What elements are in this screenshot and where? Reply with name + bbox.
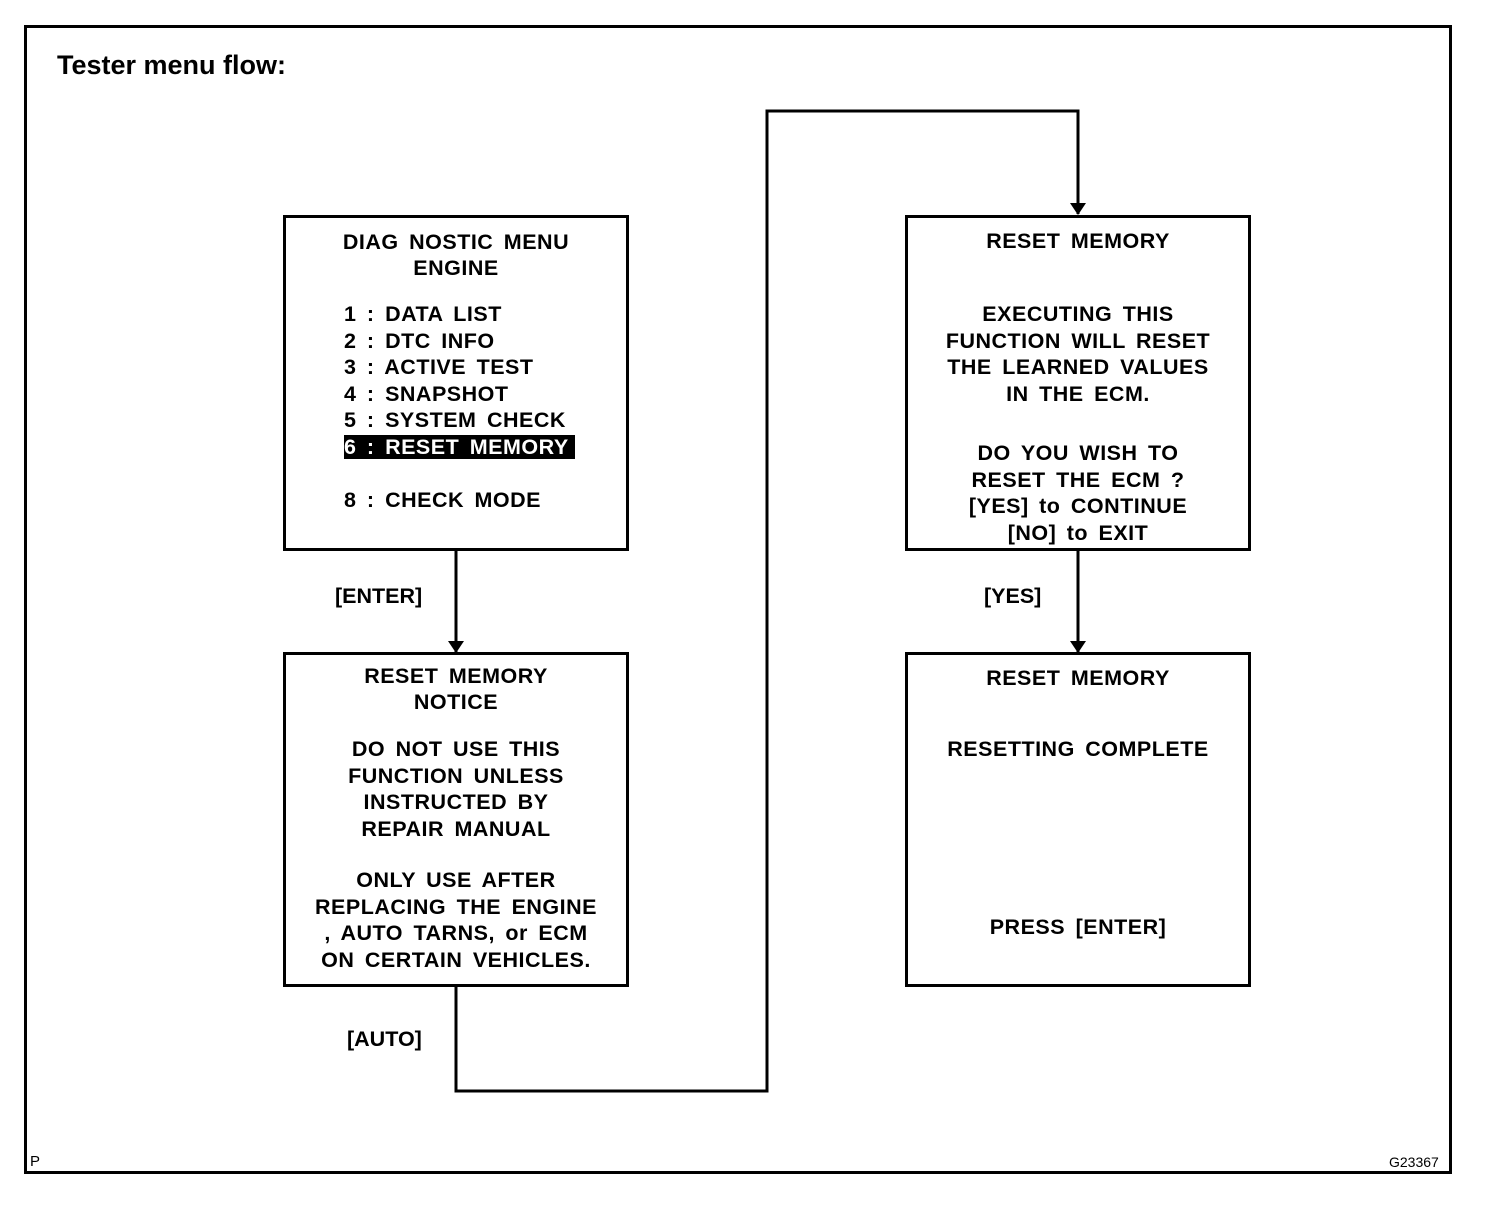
menu-item-dtc-info: 2 : DTC INFO: [344, 329, 495, 353]
figure-frame: [24, 25, 1452, 1174]
reset-complete-box: RESET MEMORY RESETTING COMPLETE PRESS [E…: [905, 652, 1251, 987]
confirm-line: [YES] to CONTINUE: [968, 494, 1188, 518]
menu-heading: DIAG NOSTIC MENU: [342, 230, 570, 254]
menu-item-system-check: 5 : SYSTEM CHECK: [344, 408, 566, 432]
menu-item-data-list: 1 : DATA LIST: [344, 302, 502, 326]
arrow-auto: [454, 109, 1086, 1093]
notice-line: REPAIR MANUAL: [361, 817, 551, 841]
diagnostic-menu-box: DIAG NOSTIC MENU ENGINE 1 : DATA LIST 2 …: [283, 215, 629, 551]
menu-item-check-mode: 8 : CHECK MODE: [344, 488, 541, 512]
notice-line: INSTRUCTED BY: [363, 790, 549, 814]
confirm-line: THE LEARNED VALUES: [947, 355, 1209, 379]
notice-line: NOTICE: [413, 690, 499, 714]
confirm-line: [NO] to EXIT: [1007, 521, 1149, 545]
edge-label-yes: [YES]: [984, 584, 1042, 608]
edge-label-auto: [AUTO]: [347, 1027, 422, 1051]
menu-item-snapshot: 4 : SNAPSHOT: [344, 382, 509, 406]
confirm-line: EXECUTING THIS: [982, 302, 1174, 326]
menu-item-active-test: 3 : ACTIVE TEST: [344, 355, 534, 379]
confirm-line: RESET THE ECM ?: [971, 468, 1185, 492]
complete-line: PRESS [ENTER]: [989, 915, 1167, 939]
notice-line: ONLY USE AFTER: [356, 868, 556, 892]
complete-line: RESET MEMORY: [986, 666, 1170, 690]
notice-line: RESET MEMORY: [364, 664, 548, 688]
edge-label-enter: [ENTER]: [335, 584, 423, 608]
notice-line: FUNCTION UNLESS: [348, 764, 564, 788]
reset-confirm-box: RESET MEMORY EXECUTING THIS FUNCTION WIL…: [905, 215, 1251, 551]
confirm-line: RESET MEMORY: [986, 229, 1170, 253]
confirm-line: DO YOU WISH TO: [977, 441, 1179, 465]
figure-id: G23367: [1389, 1154, 1439, 1170]
complete-line: RESETTING COMPLETE: [947, 737, 1209, 761]
figure-title: Tester menu flow:: [57, 50, 287, 80]
notice-line: , AUTO TARNS, or ECM: [324, 921, 588, 945]
reset-notice-box: RESET MEMORY NOTICE DO NOT USE THIS FUNC…: [283, 652, 629, 987]
notice-line: REPLACING THE ENGINE: [315, 895, 597, 919]
menu-item-reset-memory: 6 : RESET MEMORY: [344, 434, 575, 460]
confirm-line: FUNCTION WILL RESET: [945, 329, 1211, 353]
menu-subheading: ENGINE: [413, 256, 499, 280]
confirm-line: IN THE ECM.: [1006, 382, 1150, 406]
notice-line: ON CERTAIN VEHICLES.: [321, 948, 591, 972]
notice-line: DO NOT USE THIS: [351, 737, 561, 761]
corner-mark: P: [30, 1153, 41, 1170]
